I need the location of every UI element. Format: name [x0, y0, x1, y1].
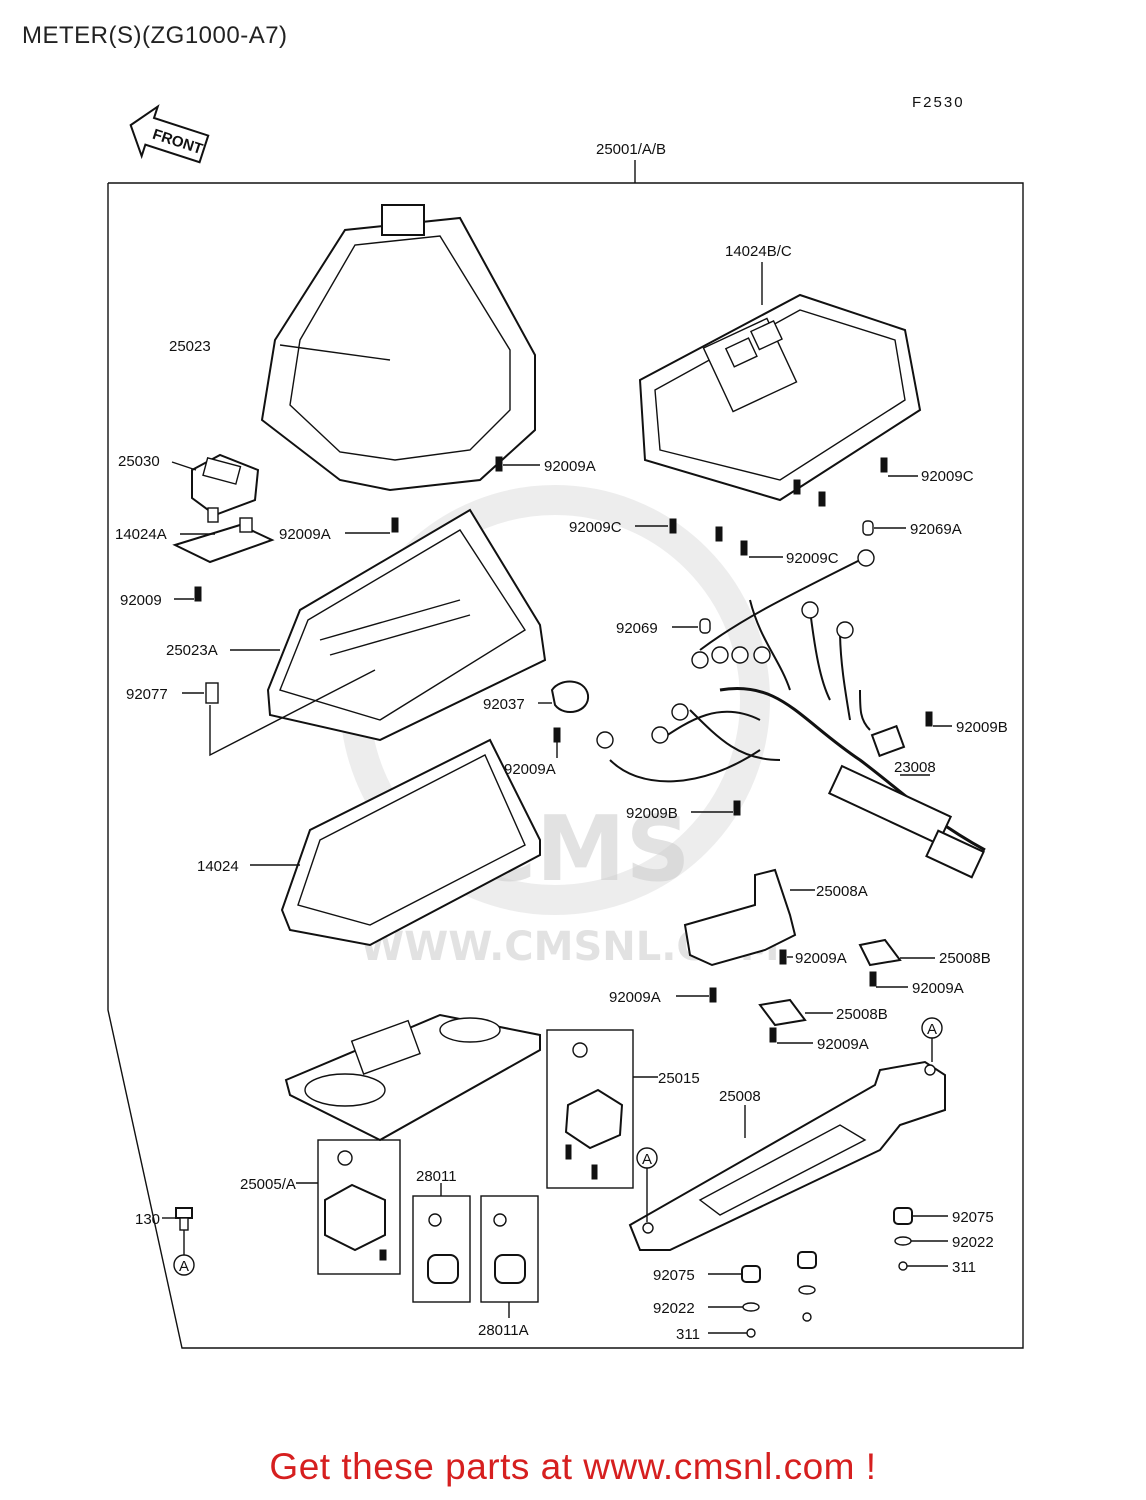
label-28011: 28011 [416, 1168, 457, 1185]
indicator-25030 [191, 453, 260, 523]
bolt-130 [175, 1207, 193, 1231]
plate-25008b-lower [758, 998, 807, 1027]
box-28011 [412, 1195, 471, 1303]
label-130: 130 [135, 1211, 160, 1228]
clamp-92037 [550, 680, 590, 714]
inner-frame-14024 [280, 738, 541, 947]
label-92069a: 92069A [910, 521, 962, 538]
label-92009c-1: 92009C [921, 468, 974, 485]
bulb-socket-28011 [427, 1213, 459, 1284]
label-92075-1: 92075 [952, 1209, 994, 1226]
label-92069: 92069 [616, 620, 658, 637]
figure-code: F2530 [912, 94, 965, 111]
label-28011a: 28011A [478, 1322, 529, 1339]
meter-unit-25015 [564, 1042, 624, 1180]
label-25008a: 25008A [816, 883, 868, 900]
box-25015 [546, 1029, 634, 1189]
label-25001-a-b: 25001/A/B [596, 141, 666, 158]
label-92022-1: 92022 [952, 1234, 994, 1251]
assembly-outline [107, 182, 1024, 1349]
label-25005-a: 25005/A [240, 1176, 296, 1193]
label-92009a-5: 92009A [912, 980, 964, 997]
footer-link-text[interactable]: Get these parts at www.cmsnl.com ! [269, 1446, 877, 1487]
label-25008: 25008 [719, 1088, 761, 1105]
leader-25030 [171, 461, 197, 471]
box-25005a [317, 1139, 401, 1275]
label-311-1: 311 [952, 1259, 976, 1276]
damper-92077 [205, 682, 219, 704]
label-92009a-3: 92009A [504, 761, 556, 778]
box-28011a [480, 1195, 539, 1303]
bracket-14024a [172, 517, 275, 564]
meter-case-14024bc [638, 293, 922, 502]
label-14024b-c: 14024B/C [725, 243, 792, 260]
dial-plate [284, 1013, 541, 1142]
label-92077: 92077 [126, 686, 168, 703]
parts-diagram: CMS WWW.CMSNL.COM FRONT [107, 104, 1024, 1349]
label-92009a-6: 92009A [609, 989, 661, 1006]
label-a-3: A [179, 1258, 189, 1275]
guide-92077 [209, 669, 376, 757]
label-92009c-3: 92009C [786, 550, 839, 567]
label-23008: 23008 [894, 759, 936, 776]
damper-group-center [797, 1251, 817, 1322]
bracket-25008a [683, 868, 797, 967]
label-14024a: 14024A [115, 526, 167, 543]
label-92022-2: 92022 [653, 1300, 695, 1317]
meter-unit-25005a [324, 1150, 387, 1261]
label-a-2: A [642, 1151, 652, 1168]
front-arrow-icon: FRONT [129, 104, 210, 164]
label-92009c-2: 92009C [569, 519, 622, 536]
plate-25008b-upper [858, 938, 902, 967]
label-92009: 92009 [120, 592, 162, 609]
label-92009a-1: 92009A [544, 458, 596, 475]
label-92009b-2: 92009B [626, 805, 678, 822]
label-25008b-2: 25008B [836, 1006, 888, 1023]
label-25008b-1: 25008B [939, 950, 991, 967]
label-92075-2: 92075 [653, 1267, 695, 1284]
label-14024: 14024 [197, 858, 239, 875]
label-311-2: 311 [676, 1326, 700, 1343]
label-92009a-4: 92009A [795, 950, 847, 967]
label-a-1: A [927, 1021, 937, 1038]
label-92009b-1: 92009B [956, 719, 1008, 736]
damper-group-right [893, 1207, 913, 1271]
label-92009a-2: 92009A [279, 526, 331, 543]
damper-group-left [741, 1265, 761, 1338]
bulb-socket-28011a [493, 1213, 526, 1284]
lens-cover-25023a [266, 508, 547, 742]
screws [194, 456, 933, 1043]
label-25023a: 25023A [166, 642, 218, 659]
wire-harness-23008 [596, 549, 986, 879]
label-92009a-7: 92009A [817, 1036, 869, 1053]
label-25023: 25023 [169, 338, 211, 355]
page-title: METER(S)(ZG1000-A7) [22, 22, 288, 49]
label-92037: 92037 [483, 696, 525, 713]
label-25030: 25030 [118, 453, 160, 470]
label-25015: 25015 [658, 1070, 700, 1087]
meter-cover-25023 [260, 204, 536, 492]
base-plate-25008 [628, 1060, 946, 1251]
